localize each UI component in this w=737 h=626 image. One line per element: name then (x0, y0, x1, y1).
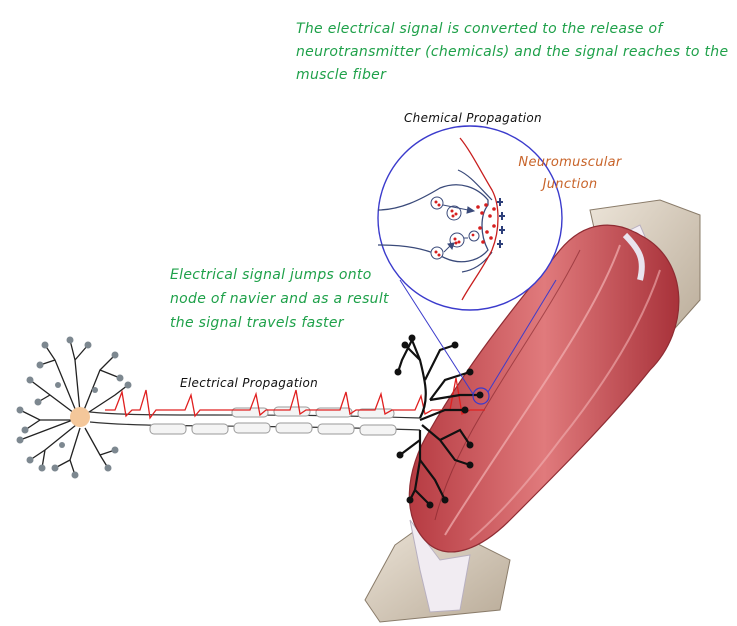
action-potential-trace (105, 377, 485, 420)
electrical-propagation-label: Electrical Propagation (180, 376, 319, 390)
saltatory-conduction-annotation: Electrical signal jumps onto node of nav… (170, 267, 389, 331)
nmj-label-line2: Junction (542, 177, 598, 192)
zoom-connector-left (399, 279, 474, 395)
top-annotation: The electrical signal is converted to th… (296, 21, 729, 83)
zoom-connector-right (487, 279, 557, 393)
nmj-zoom (377, 125, 563, 311)
neuromuscular-junction-label: Neuromuscular Junction (518, 152, 622, 196)
terminal-knobs (394, 334, 484, 509)
nmj-label-line1: Neuromuscular (518, 155, 622, 170)
muscle (408, 224, 680, 553)
neuron (16, 336, 132, 479)
neuron-soma (70, 407, 90, 427)
axon (89, 406, 421, 436)
axon-terminals (396, 339, 480, 506)
chemical-propagation-label: Chemical Propagation (404, 111, 542, 125)
junction-marker (472, 387, 490, 405)
